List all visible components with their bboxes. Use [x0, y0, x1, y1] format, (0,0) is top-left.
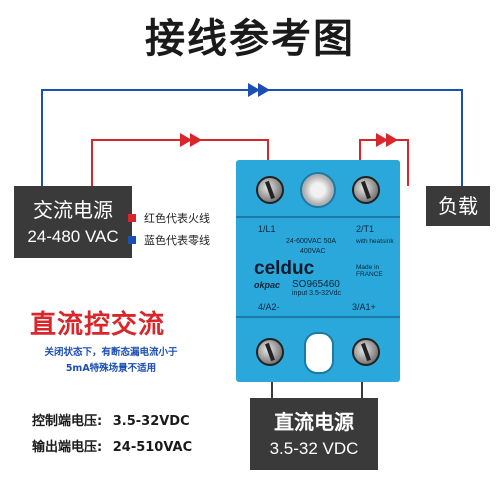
output-voltage-value: 24-510VAC	[112, 440, 193, 455]
legend-live-swatch	[128, 214, 136, 222]
relay-band-top	[236, 216, 400, 218]
relay-input-rating: input 3.5-32Vdc	[292, 290, 342, 297]
legend-neutral: 蓝色代表零线	[128, 232, 210, 248]
live-arrow-2	[190, 133, 202, 147]
page-title: 接线参考图	[145, 16, 355, 62]
output-voltage-label: 输出端电压:	[32, 440, 103, 455]
neutral-arrow-2	[258, 83, 270, 97]
dc-source-label: 直流电源	[274, 410, 354, 434]
terminal-screw-2	[352, 176, 380, 204]
terminal-screw-1	[256, 176, 284, 204]
mounting-slot-bottom	[304, 332, 334, 374]
terminal-1-label: 1/L1	[258, 224, 276, 234]
load-box: 负载	[426, 186, 490, 226]
terminal-screw-3	[352, 338, 380, 366]
leakage-note-line-2: 5mA特殊场景不适用	[65, 363, 157, 374]
ac-source-voltage: 24-480 VAC	[27, 227, 119, 246]
legend-live: 红色代表火线	[128, 210, 210, 226]
legend-neutral-label: 蓝色代表零线	[144, 234, 210, 247]
dc-controls-ac-label: 直流控交流	[30, 310, 166, 340]
relay-model: SO965460	[292, 279, 340, 290]
dc-source-voltage: 3.5-32 VDC	[269, 439, 359, 458]
solid-state-relay: 1/L1 2/T1 24-600VAC 50A 400VAC with heat…	[236, 160, 400, 382]
relay-brand: celduc	[254, 258, 315, 279]
legend-neutral-swatch	[128, 236, 136, 244]
live-arrow-4	[386, 133, 398, 147]
output-voltage-spec: 输出端电压: 24-510VAC	[32, 436, 192, 455]
neutral-arrow-1	[248, 83, 260, 97]
control-voltage-value: 3.5-32VDC	[112, 414, 190, 429]
relay-made-in: Made in FRANCE	[356, 264, 383, 278]
relay-band-bottom	[236, 316, 400, 318]
terminal-2-label: 2/T1	[356, 224, 375, 234]
ac-source-label: 交流电源	[33, 198, 113, 222]
terminal-3-label: 3/A1+	[352, 302, 376, 312]
relay-rating-2: 400VAC	[300, 248, 326, 255]
ac-power-source-box: 交流电源 24-480 VAC	[14, 186, 132, 258]
relay-heatsink-note: with heatsink	[356, 238, 394, 245]
control-voltage-spec: 控制端电压: 3.5-32VDC	[32, 410, 190, 429]
live-arrow-3	[376, 133, 388, 147]
mounting-hole-top	[300, 172, 336, 208]
relay-rating: 24-600VAC 50A	[286, 238, 337, 245]
control-voltage-label: 控制端电压:	[32, 414, 103, 429]
leakage-note-line-1: 关闭状态下，有断态漏电流小于	[44, 347, 178, 358]
live-arrow-1	[180, 133, 192, 147]
terminal-4-label: 4/A2-	[258, 302, 280, 312]
terminal-screw-4	[256, 338, 284, 366]
dc-power-source-box: 直流电源 3.5-32 VDC	[250, 398, 378, 470]
legend-live-label: 红色代表火线	[144, 212, 210, 225]
relay-model-prefix: okpac	[254, 280, 281, 290]
